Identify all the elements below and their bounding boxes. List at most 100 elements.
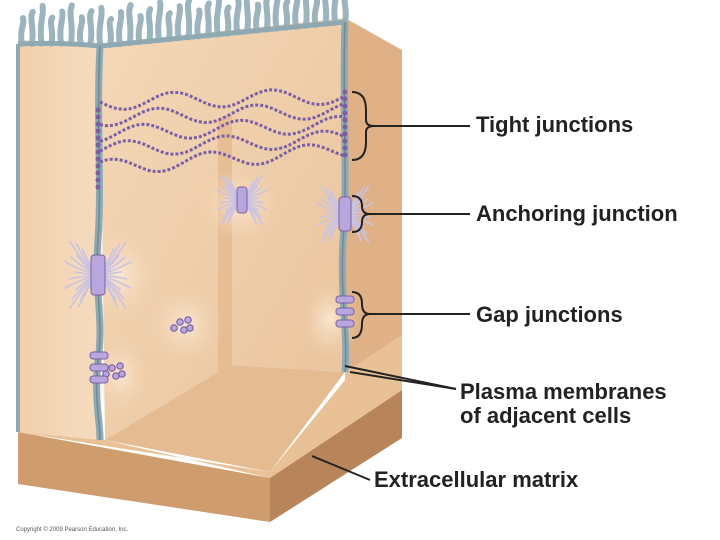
- tight-junction-bead: [95, 114, 101, 120]
- gap-junction-channel: [184, 316, 192, 324]
- anchoring-plaque-back: [236, 186, 248, 214]
- leader-lines: [311, 91, 470, 481]
- label-gap-junctions: Gap junctions: [476, 302, 623, 327]
- tight-junction-strand: [99, 101, 346, 128]
- tight-junction-bead: [95, 184, 101, 190]
- tight-junction-bead: [342, 96, 348, 102]
- gap-junction-channel: [89, 375, 109, 384]
- microvillus: [224, 4, 232, 37]
- tight-junction-bead: [95, 177, 101, 183]
- extracellular-matrix: [18, 332, 402, 522]
- gap-junction-channel: [116, 362, 124, 370]
- microvillus: [263, 0, 271, 33]
- microvillus: [243, 0, 251, 35]
- copyright-notice: Copyright © 2009 Pearson Education, Inc.: [16, 527, 129, 533]
- tight-junction-bead: [95, 142, 101, 148]
- microvilli: [18, 0, 349, 49]
- microvillus: [155, 0, 164, 44]
- tight-junction-bead: [342, 131, 348, 137]
- anchoring-junctions: [64, 174, 374, 310]
- tight-junction-strand: [99, 129, 346, 156]
- ecm-front-face: [18, 432, 270, 522]
- anchoring-plaque-left: [90, 254, 106, 296]
- tight-junction-bead: [95, 128, 101, 134]
- label-plasma-line2: of adjacent cells: [460, 403, 632, 428]
- tight-junction-bead: [95, 107, 101, 113]
- tight-junction-bead: [342, 103, 348, 109]
- label-tight-junctions: Tight junctions: [476, 112, 634, 137]
- gap-junction-channel: [118, 370, 126, 378]
- leader-plasma-2: [349, 371, 457, 390]
- gap-junction-channel: [335, 307, 355, 316]
- microvillus: [253, 1, 262, 34]
- tight-junction-bead: [95, 121, 101, 127]
- glow-2: [145, 285, 225, 365]
- microvillus: [302, 0, 310, 29]
- microvillus: [233, 0, 242, 36]
- gap-junction-channel: [335, 295, 355, 304]
- microvillus: [292, 0, 301, 30]
- microvillus: [145, 6, 154, 45]
- gap-junction-channel: [176, 318, 184, 326]
- tight-junction-bead: [95, 149, 101, 155]
- microvillus: [341, 0, 349, 25]
- microvillus: [272, 0, 281, 32]
- gap-junction-channel: [108, 364, 116, 372]
- microvillus: [67, 2, 75, 47]
- microvillus: [18, 15, 27, 47]
- microvillus: [135, 13, 144, 46]
- gap-junction-channel: [335, 319, 355, 328]
- microvillus: [87, 8, 95, 47]
- microvillus: [331, 0, 339, 26]
- gap-junction-channel: [89, 351, 109, 360]
- microvillus: [174, 3, 184, 42]
- microvillus: [165, 10, 173, 43]
- tight-junction-bead: [342, 117, 348, 123]
- microvillus: [194, 7, 203, 40]
- microvillus: [204, 0, 212, 39]
- microvillus: [213, 0, 223, 38]
- apical-membrane: [17, 19, 346, 49]
- tight-junction-bead: [342, 124, 348, 130]
- tight-junction-strand: [99, 114, 346, 143]
- leader-ecm: [311, 455, 371, 481]
- microvillus: [184, 0, 193, 41]
- gap-junctions: [89, 295, 355, 384]
- microvillus: [28, 8, 36, 47]
- microvillus: [311, 0, 321, 28]
- microvillus: [37, 2, 46, 47]
- ecm-side-face: [270, 390, 402, 522]
- tight-junction-bead: [95, 156, 101, 162]
- ecm-top-face: [18, 332, 402, 478]
- microvillus: [96, 4, 105, 49]
- microvillus: [47, 14, 56, 47]
- microvillus: [322, 0, 330, 27]
- label-plasma-line1: Plasma membranes: [460, 379, 667, 404]
- gap-junction-channel: [186, 324, 194, 332]
- tight-junction-strands: [95, 88, 348, 190]
- tight-junction-bead: [342, 138, 348, 144]
- inner-cell-floor: [105, 365, 345, 472]
- membrane-right-inner: [341, 21, 347, 373]
- tight-junction-bead: [342, 145, 348, 151]
- tight-junction-bead: [95, 135, 101, 141]
- tight-junction-strand: [99, 143, 346, 173]
- right-cell-side: [345, 18, 402, 372]
- anchoring-plaque-right: [338, 196, 352, 232]
- left-cell-body: [18, 40, 100, 440]
- tight-junction-strand: [99, 88, 346, 111]
- microvillus: [282, 0, 291, 31]
- microvillus: [126, 2, 134, 47]
- tight-junction-bead: [342, 152, 348, 158]
- microvillus: [106, 15, 115, 48]
- gap-junction-channel: [89, 363, 109, 372]
- tight-junction-bead: [95, 170, 101, 176]
- microvillus: [116, 9, 125, 48]
- tight-junction-bead: [95, 163, 101, 169]
- tight-junction-bead: [342, 110, 348, 116]
- gap-junction-channel: [170, 324, 178, 332]
- microvillus: [57, 8, 66, 47]
- tight-junction-bead: [342, 89, 348, 95]
- label-anchoring-junction: Anchoring junction: [476, 201, 678, 226]
